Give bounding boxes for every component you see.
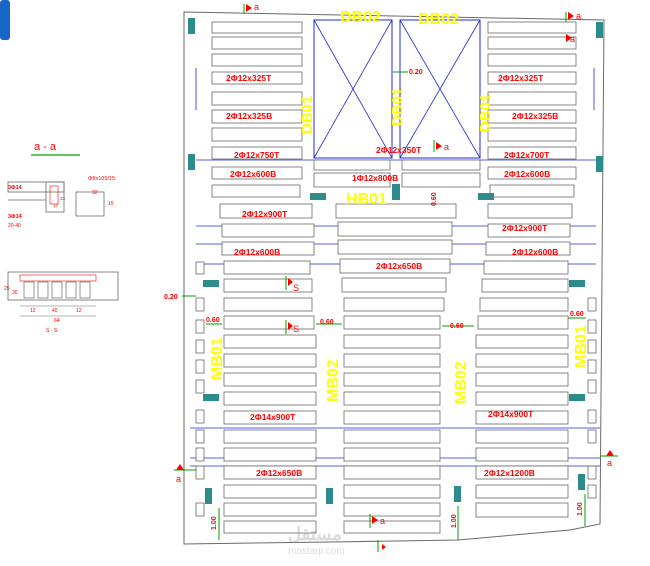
level-020-left: 0.20 bbox=[164, 294, 178, 301]
section-marks: a a a a a a a S S bbox=[174, 2, 618, 552]
section-width-label: 20-40 bbox=[8, 223, 21, 229]
rebar-r5-right: 2Φ12x600B bbox=[504, 169, 550, 179]
level-060-c: 0.60 bbox=[450, 323, 464, 330]
plan-outline bbox=[183, 11, 605, 545]
beam-label-mb02-right: MB02 bbox=[453, 361, 470, 404]
beam-label-db01-left: DB01 bbox=[299, 96, 316, 134]
rebar-labels: 2Φ12x325T 2Φ12x325T 2Φ12x325B 2Φ12x325B … bbox=[226, 73, 558, 478]
section-slab-detail bbox=[7, 271, 119, 301]
rebar-r7-left: 2Φ12x600B bbox=[234, 247, 280, 257]
section-dim-40: 40 bbox=[52, 308, 58, 314]
watermark-site: mostaqi.com bbox=[288, 546, 345, 557]
section-dim-25: 25 bbox=[4, 286, 10, 292]
rebar-r1-left: 2Φ12x325T bbox=[226, 73, 272, 83]
rebar-r6-right: 2Φ12x900T bbox=[502, 223, 548, 233]
section-detail: a - a 3Φ14 3Φ14 20-40 17 23 Φ8x105/15 32… bbox=[4, 141, 119, 334]
section-mark-s1: S bbox=[293, 283, 299, 293]
section-dim-12b: 12 bbox=[76, 308, 82, 314]
beam-label-mb01-right: MB01 bbox=[573, 325, 590, 368]
rebar-r7-mid: 2Φ12x650B bbox=[376, 261, 422, 271]
level-060-mid: 0.60 bbox=[431, 192, 438, 206]
section-dim-23: 23 bbox=[60, 196, 66, 201]
rebar-r9-left: 2Φ12x650B bbox=[256, 468, 302, 478]
rebar-r8-right: 2Φ14x900T bbox=[488, 409, 534, 419]
floor-plan: DB02 DB02 DB01 DB01 DB01 HB01 MB01 MB02 … bbox=[164, 2, 618, 552]
level-020-top: 0.20 bbox=[409, 69, 423, 76]
level-100-a: 1.00 bbox=[211, 516, 218, 530]
rebar-r6-left: 2Φ12x900T bbox=[242, 209, 288, 219]
rebar-r7-right: 2Φ12x600B bbox=[512, 247, 558, 257]
section-mark-a-top2: a bbox=[576, 11, 581, 21]
beam-label-db01-right: DB01 bbox=[477, 94, 494, 132]
corner-tab bbox=[0, 0, 10, 40]
section-dim-64: 64 bbox=[54, 318, 60, 324]
beam-label-db02-left: DB02 bbox=[340, 9, 381, 26]
rebar-r2-right: 2Φ12x325B bbox=[512, 111, 558, 121]
section-bar-bottom-label: 3Φ14 bbox=[8, 214, 23, 220]
shaft-left bbox=[313, 19, 393, 159]
section-dim-32: 32 bbox=[92, 190, 98, 196]
section-mark-a-top3: a bbox=[570, 34, 575, 44]
rebar-r1-right: 2Φ12x325T bbox=[498, 73, 544, 83]
section-mark-s2: S bbox=[293, 324, 299, 334]
section-mark-a-mid: a bbox=[444, 142, 449, 152]
section-mark-a-right: a bbox=[607, 458, 612, 468]
joists-middle bbox=[313, 159, 481, 534]
section-bar-top-label: 3Φ14 bbox=[8, 185, 23, 191]
beam-label-mb02-left: MB02 bbox=[325, 359, 342, 402]
beam-label-hb01: HB01 bbox=[346, 191, 387, 208]
beam-label-mb01-left: MB01 bbox=[209, 337, 226, 380]
rebar-r2-left: 2Φ12x325B bbox=[226, 111, 272, 121]
rebar-r3-mid: 2Φ12x350T bbox=[376, 145, 422, 155]
level-100-b: 1.00 bbox=[451, 514, 458, 528]
level-060-b: 0.60 bbox=[320, 319, 334, 326]
level-100-c: 1.00 bbox=[577, 502, 584, 516]
section-title: a - a bbox=[34, 141, 57, 153]
section-s-s-label: S - S bbox=[46, 328, 58, 334]
joists-left bbox=[211, 21, 317, 534]
watermark: مستقل mostaqi.com bbox=[288, 524, 345, 557]
rebar-r4-right: 2Φ12x700T bbox=[504, 150, 550, 160]
section-mark-a-left: a bbox=[176, 474, 181, 484]
rebar-r5-left: 2Φ12x600B bbox=[230, 169, 276, 179]
beam-label-db01-mid: DB01 bbox=[389, 88, 406, 126]
level-060-d: 0.60 bbox=[570, 311, 584, 318]
section-mark-a-bot: a bbox=[380, 516, 385, 526]
level-markers: 0.20 0.20 0.60 0.60 0.60 0.60 0.60 1.00 … bbox=[164, 69, 586, 540]
beam-labels: DB02 DB02 DB01 DB01 DB01 HB01 MB01 MB02 … bbox=[209, 9, 590, 404]
section-stirrup-label: Φ8x105/15 bbox=[88, 176, 115, 182]
watermark-logo: مستقل bbox=[288, 524, 342, 544]
rebar-r9-right: 2Φ12x1200B bbox=[484, 468, 535, 478]
beam-label-db02-right: DB02 bbox=[418, 11, 459, 28]
rebar-r5-mid: 1Φ12x800B bbox=[352, 173, 398, 183]
edge-strips bbox=[195, 261, 597, 517]
section-dim-30: 30 bbox=[12, 290, 18, 296]
shaft-right bbox=[399, 19, 481, 159]
joists-right bbox=[475, 21, 577, 518]
section-dim-12a: 12 bbox=[30, 308, 36, 314]
rebar-r8-left: 2Φ14x900T bbox=[250, 412, 296, 422]
columns bbox=[188, 18, 603, 504]
rebar-r4-left: 2Φ12x750T bbox=[234, 150, 280, 160]
level-060-a: 0.60 bbox=[206, 317, 220, 324]
section-dim-15: 15 bbox=[108, 201, 114, 207]
section-stirrup bbox=[75, 191, 105, 217]
section-mark-a-top1: a bbox=[254, 2, 259, 12]
section-dim-17: 17 bbox=[53, 203, 59, 208]
